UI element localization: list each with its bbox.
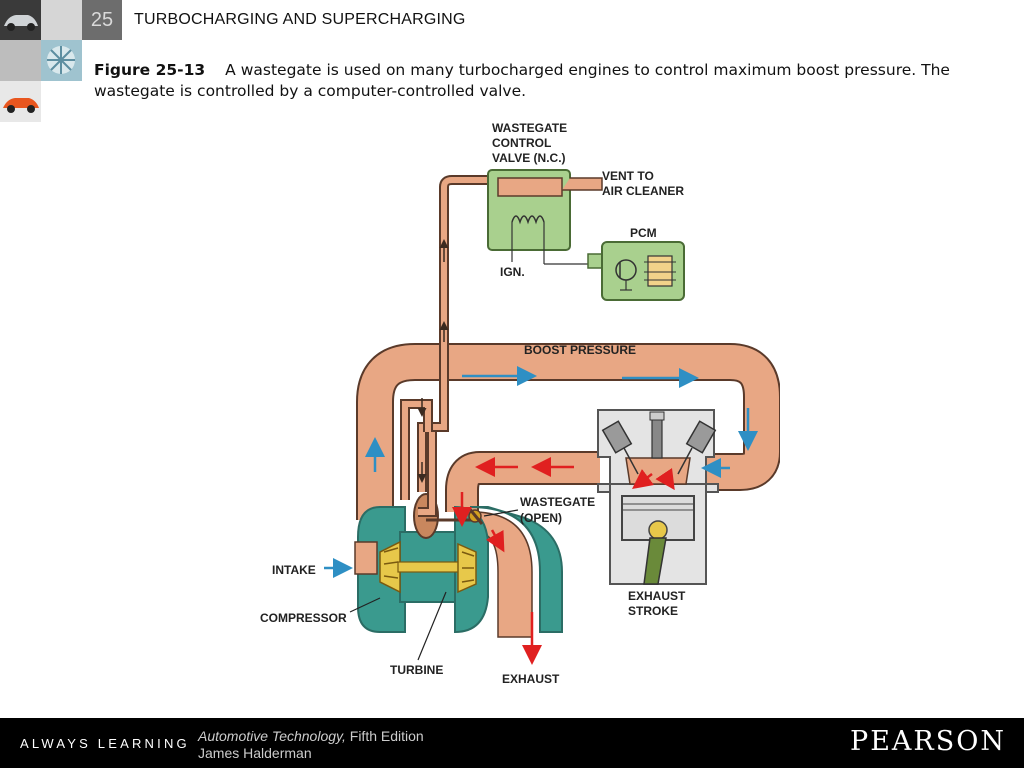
label-intake: INTAKE	[272, 563, 316, 577]
label-vent-2: AIR CLEANER	[602, 184, 684, 198]
exhaust-outlet-pipe	[469, 506, 563, 633]
intake-air-flow-arrows	[324, 366, 758, 578]
compressor-wheel	[379, 540, 401, 594]
gray-thumbnail	[41, 0, 82, 40]
exhaust-flow-arrows	[452, 457, 675, 665]
footer-bar: ALWAYS LEARNING Automotive Technology, F…	[0, 718, 1024, 768]
turbine-wheel-thumbnail	[41, 40, 82, 81]
wastegate-diagram: WASTEGATE CONTROL VALVE (N.C.) VENT TO A…	[260, 121, 780, 686]
label-ign: IGN.	[500, 265, 525, 279]
label-boost-pressure: BOOST PRESSURE	[524, 343, 636, 357]
label-wastegate-open: (OPEN)	[520, 511, 562, 525]
turbo-shaft	[397, 561, 461, 573]
book-author: James Halderman	[198, 745, 312, 761]
book-edition: Fifth Edition	[345, 728, 424, 744]
book-title: Automotive Technology,	[198, 728, 346, 744]
label-wastegate-control-valve-1: WASTEGATE	[492, 121, 567, 135]
thumbnail-strip	[0, 0, 82, 124]
chapter-number-box: 25	[82, 0, 122, 40]
car-thumbnail-red	[0, 81, 41, 122]
chapter-title: TURBOCHARGING AND SUPERCHARGING	[134, 11, 466, 28]
label-exhaust-stroke-1: EXHAUST	[628, 589, 686, 603]
figure-caption-text: A wastegate is used on many turbocharged…	[94, 61, 950, 100]
label-turbine: TURBINE	[390, 663, 443, 677]
book-info: Automotive Technology, Fifth Edition Jam…	[198, 728, 424, 762]
pearson-logo: PEARSON	[850, 726, 1006, 757]
label-wastegate-control-valve-2: CONTROL	[492, 136, 551, 150]
label-vent-1: VENT TO	[602, 169, 654, 183]
spark-plug-icon	[651, 417, 663, 459]
leader-lines	[349, 509, 519, 661]
label-compressor: COMPRESSOR	[260, 611, 347, 625]
engine-cylinder	[597, 409, 719, 585]
label-exhaust-stroke-2: STROKE	[628, 604, 678, 618]
pcm-module	[587, 241, 685, 301]
label-exhaust: EXHAUST	[502, 672, 560, 686]
label-pcm: PCM	[630, 226, 657, 240]
turbocharger	[354, 505, 489, 634]
gray-thumbnail-2	[0, 40, 41, 81]
turbine-wheel	[457, 542, 477, 594]
figure-label: Figure 25-13	[94, 61, 206, 79]
label-wastegate: WASTEGATE	[520, 495, 595, 509]
wastegate-control-valve	[487, 169, 603, 265]
label-wastegate-control-valve-3: VALVE (N.C.)	[492, 151, 566, 165]
footer-slogan: ALWAYS LEARNING	[20, 736, 190, 751]
connecting-rod	[643, 537, 667, 585]
car-thumbnail-silver	[0, 0, 41, 40]
